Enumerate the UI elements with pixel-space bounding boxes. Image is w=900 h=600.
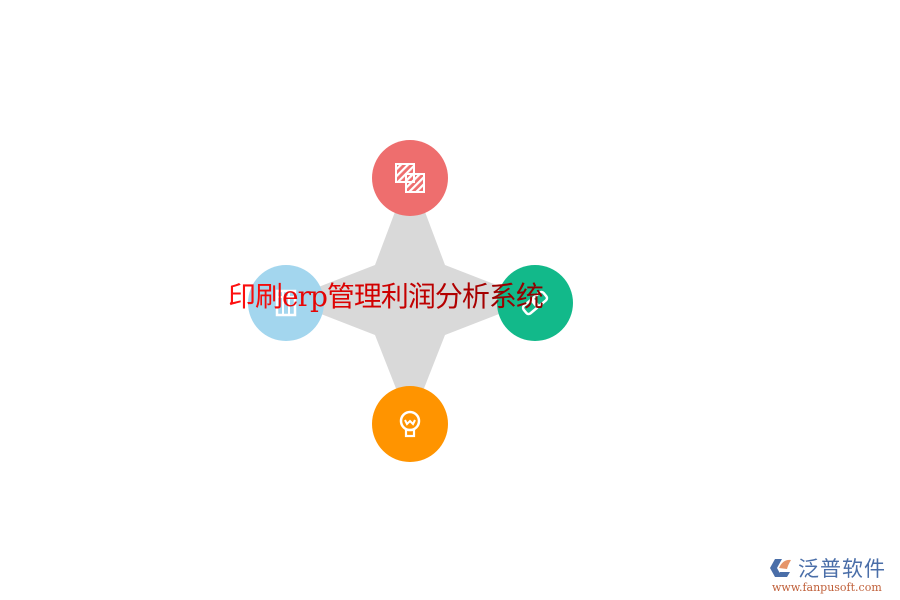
node-left bbox=[248, 265, 324, 341]
node-right bbox=[497, 265, 573, 341]
columns-icon bbox=[275, 289, 297, 317]
node-bottom bbox=[372, 386, 448, 462]
fanpu-logo-icon bbox=[770, 559, 791, 577]
brand-url: www.fanpusoft.com bbox=[772, 581, 882, 594]
lightbulb-icon bbox=[399, 410, 421, 438]
brand-name: 泛普软件 bbox=[798, 557, 886, 581]
node-top bbox=[372, 140, 448, 216]
diagram-title: 印刷erp管理利润分析系统 bbox=[228, 280, 544, 313]
link-icon bbox=[521, 290, 549, 316]
layers-hatched-icon bbox=[395, 163, 425, 193]
brand-logo: 泛普软件 www.fanpusoft.com bbox=[768, 553, 886, 594]
